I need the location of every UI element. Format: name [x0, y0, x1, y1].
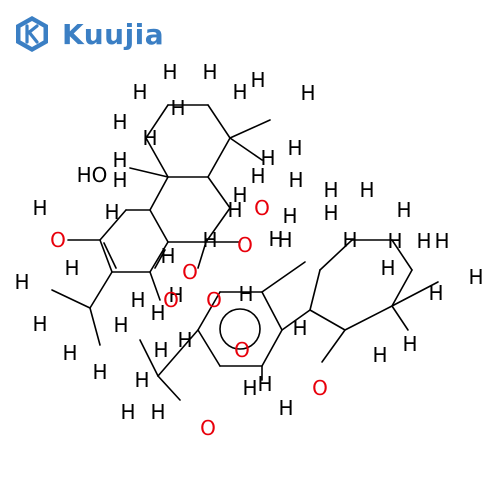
atom-label-hydrogen: H	[268, 227, 283, 251]
atom-label-hydrogen: H	[287, 136, 302, 160]
atom-label-hydrogen: H	[227, 198, 242, 222]
atom-label-hydrogen: H	[170, 96, 185, 120]
atom-label-hydrogen: H	[428, 281, 443, 305]
atom-label-oxygen: O	[182, 260, 198, 284]
atom-label-hydrogen: H	[282, 204, 297, 228]
atom-label-hydrogen: H	[396, 198, 411, 222]
atom-label-hydrogen: H	[372, 343, 387, 367]
atom-label-hydrogen: H	[32, 196, 47, 220]
atom-label-hydrogen: H	[150, 400, 165, 424]
atom-label-hydrogen: H	[242, 376, 257, 400]
atom-label-hydrogen: H	[250, 164, 265, 188]
atom-label-oxygen: HO	[77, 163, 108, 187]
watermark-logo: Kuujia	[12, 12, 172, 56]
atom-label-hydrogen: H	[387, 229, 402, 253]
atom-label-hydrogen: H	[168, 283, 183, 307]
atom-label-hydrogen: H	[232, 183, 247, 207]
atom-label-hydrogen: H	[380, 256, 395, 280]
atom-label-hydrogen: H	[416, 229, 431, 253]
atom-label-hydrogen: H	[232, 80, 247, 104]
atom-label-hydrogen: H	[14, 270, 29, 294]
atom-label-hydrogen: H	[288, 168, 303, 192]
atom-label-hydrogen: H	[150, 301, 165, 325]
atom-label-hydrogen: H	[402, 332, 417, 356]
atom-label-hydrogen: H	[132, 80, 147, 104]
atom-label-hydrogen: H	[250, 68, 265, 92]
atom-label-hydrogen: H	[113, 313, 128, 337]
atom-label-hydrogen: H	[277, 228, 292, 252]
atom-label-hydrogen: H	[323, 201, 338, 225]
atom-label-hydrogen: H	[32, 312, 47, 336]
atom-label-hydrogen: H	[112, 168, 127, 192]
atom-label-hydrogen: H	[112, 110, 127, 134]
atom-label-hydrogen: H	[260, 146, 275, 170]
atom-label-hydrogen: H	[62, 341, 77, 365]
atom-label-hydrogen: H	[323, 178, 338, 202]
watermark-brand-text: Kuujia	[62, 18, 165, 51]
atom-label-hydrogen: H	[64, 256, 79, 280]
atom-label-oxygen: O	[254, 196, 270, 220]
atom-label-oxygen: O	[163, 288, 179, 312]
atom-label-hydrogen: H	[92, 360, 107, 384]
atom-label-oxygen: O	[200, 416, 216, 440]
atom-label-hydrogen: H	[202, 60, 217, 84]
atom-label-hydrogen: H	[177, 328, 192, 352]
atom-label-hydrogen: H	[104, 200, 119, 224]
atom-label-oxygen: O	[50, 228, 66, 252]
atom-label-hydrogen: H	[257, 372, 272, 396]
atom-label-hydrogen: H	[134, 368, 149, 392]
atom-label-hydrogen: H	[434, 229, 449, 253]
atom-label-hydrogen: H	[120, 400, 135, 424]
atom-label-hydrogen: H	[300, 81, 315, 105]
atom-label-hydrogen: H	[142, 126, 157, 150]
atom-label-hydrogen: H	[153, 338, 168, 362]
atom-label-oxygen: O	[234, 338, 250, 362]
atom-label-hydrogen: H	[278, 396, 293, 420]
atom-label-hydrogen: H	[130, 288, 145, 312]
atom-label-oxygen: O	[312, 376, 328, 400]
atom-label-hydrogen: H	[359, 178, 374, 202]
atom-label-oxygen: O	[237, 233, 253, 257]
atom-label-hydrogen: H	[112, 148, 127, 172]
k-hexagon-logo-icon	[16, 16, 48, 52]
bond-layer	[51, 104, 439, 401]
atom-label-hydrogen: H	[202, 228, 217, 252]
atom-label-hydrogen: H	[342, 228, 357, 252]
atom-label-hydrogen: H	[292, 316, 307, 340]
atom-label-hydrogen: H	[160, 244, 175, 268]
atom-label-hydrogen: H	[162, 60, 177, 84]
atom-label-hydrogen: H	[468, 265, 483, 289]
atom-label-hydrogen: H	[238, 282, 253, 306]
atom-label-oxygen: O	[206, 288, 222, 312]
